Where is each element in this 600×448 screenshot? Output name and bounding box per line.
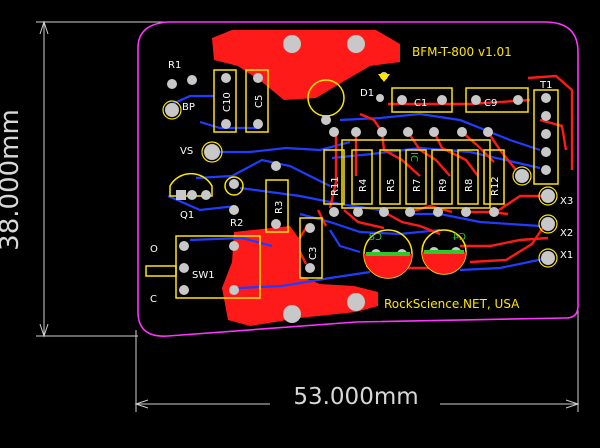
label-c10: C10: [222, 92, 233, 112]
bottom-silk-labels: IC C8 C4: [369, 152, 466, 243]
label-c4: C4: [453, 232, 466, 243]
label-t1: T1: [539, 80, 552, 91]
label-c3: C3: [308, 247, 319, 260]
height-dimension-label: 38.000mm: [0, 109, 25, 251]
label-switch-c: C: [150, 294, 157, 305]
label-r8: R8: [464, 179, 475, 192]
label-r11: R11: [330, 176, 341, 196]
copper-traces-bottom: [167, 94, 549, 290]
label-x1: X1: [560, 250, 573, 261]
label-switch-o: O: [150, 244, 158, 255]
height-dimension: [36, 20, 168, 338]
label-x3: X3: [560, 196, 573, 207]
label-c8: C8: [369, 232, 382, 243]
pad-rings: [162, 100, 558, 268]
label-x2: X2: [560, 228, 573, 239]
width-dimension-label: 53.000mm: [293, 384, 418, 410]
label-c9: C9: [484, 98, 497, 109]
label-sw1: SW1: [192, 270, 215, 281]
label-r3: R3: [274, 201, 285, 214]
label-c1: C1: [414, 98, 427, 109]
label-r1: R1: [168, 60, 181, 71]
c4-fill: [422, 252, 466, 274]
label-r4: R4: [358, 179, 369, 192]
label-q1: Q1: [180, 210, 194, 221]
label-c5: C5: [254, 95, 265, 108]
label-r12: R12: [490, 176, 501, 196]
label-r7: R7: [412, 179, 423, 192]
board-title: BFM-T-800 v1.01: [412, 45, 512, 59]
reference-designators: R1 BP C10 C5 D1 C1 C9 T1 VS Q1 R2 R3 R11…: [150, 60, 573, 305]
label-bp: BP: [182, 102, 195, 113]
c8-fill: [364, 254, 412, 278]
label-r2: R2: [230, 218, 243, 229]
board-credit: RockScience.NET, USA: [384, 297, 520, 311]
label-vs: VS: [180, 146, 193, 157]
label-r5: R5: [386, 179, 397, 192]
label-d1: D1: [360, 88, 374, 99]
label-ic: IC: [410, 152, 421, 162]
label-r9: R9: [438, 179, 449, 192]
d1-symbol: [378, 74, 390, 82]
pads: [165, 35, 555, 323]
